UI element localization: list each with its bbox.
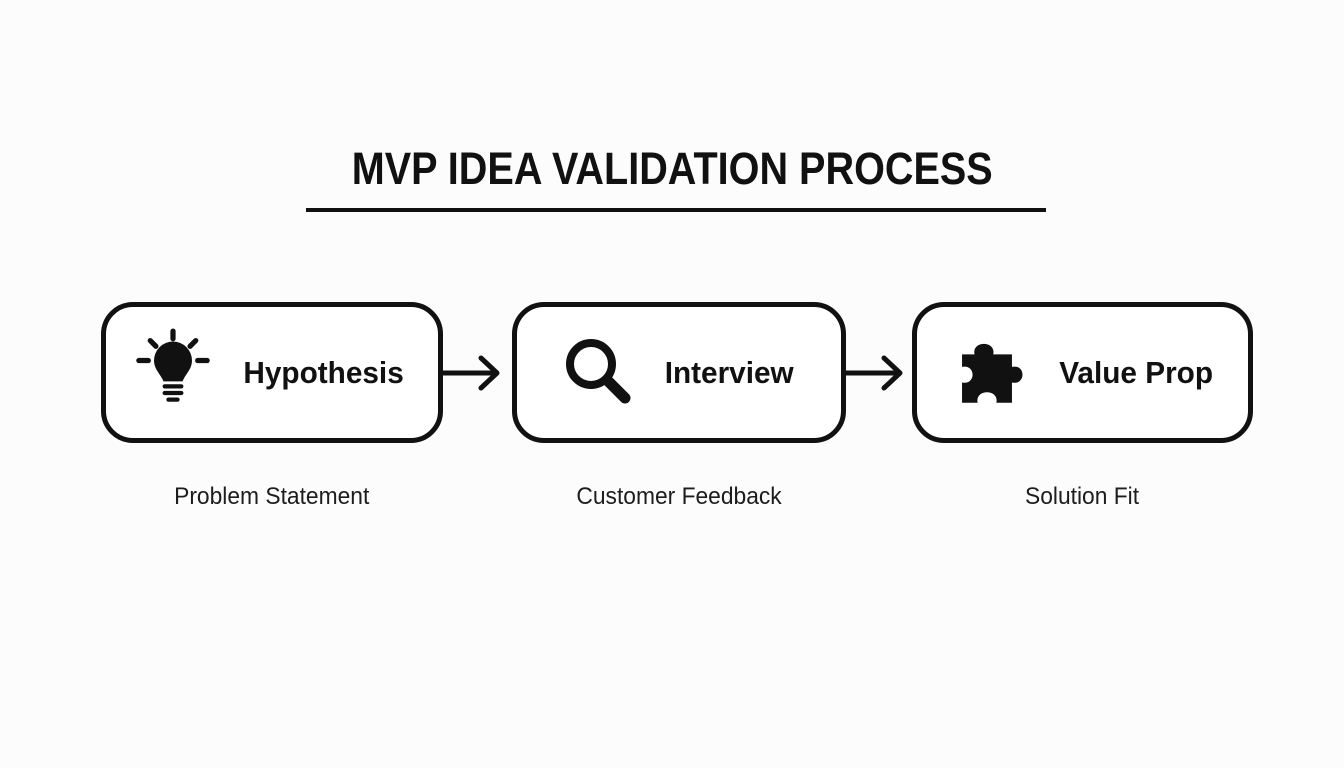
sublabel-text: Customer Feedback <box>576 483 782 510</box>
sublabel-customer-feedback: Customer Feedback <box>512 483 846 513</box>
step-box-value-prop: Value Prop <box>912 302 1253 443</box>
arrow-right-icon <box>441 351 503 395</box>
title-underline <box>306 208 1046 212</box>
arrow-right-icon <box>844 351 906 395</box>
sublabel-text: Solution Fit <box>1025 483 1140 510</box>
puzzle-icon <box>948 331 1026 414</box>
sublabel-text: Problem Statement <box>174 483 370 510</box>
step-box-hypothesis: Hypothesis <box>101 302 443 443</box>
lightbulb-icon <box>136 327 211 418</box>
sublabel-solution-fit: Solution Fit <box>912 483 1253 513</box>
magnifier-icon <box>562 335 632 410</box>
step-label: Interview <box>664 354 794 390</box>
step-label: Value Prop <box>1059 354 1214 390</box>
step-label: Hypothesis <box>243 354 405 390</box>
step-box-interview: Interview <box>512 302 846 443</box>
page-title: MVP IDEA VALIDATION PROCESS <box>351 143 993 194</box>
title-wrap: MVP IDEA VALIDATION PROCESS <box>0 143 1344 195</box>
sublabel-problem-statement: Problem Statement <box>101 483 443 513</box>
